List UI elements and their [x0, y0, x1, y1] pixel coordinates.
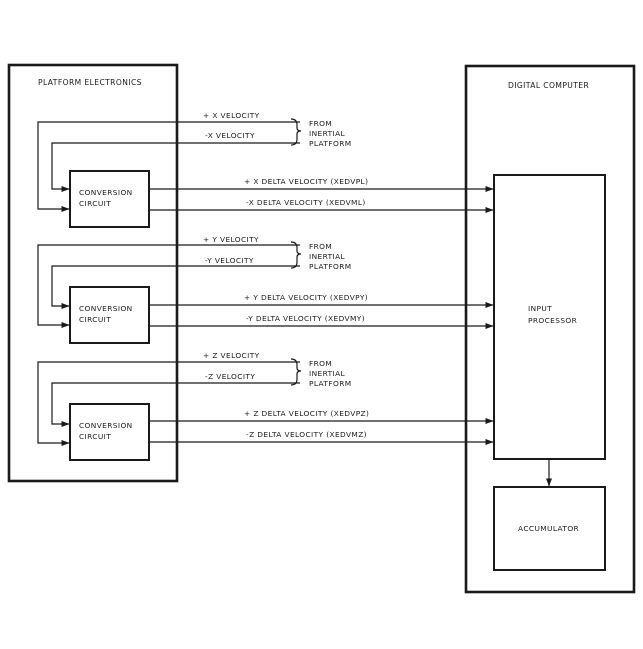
y-source-label: FROM [309, 242, 332, 251]
z-pos-velocity-label: + Z VELOCITY [203, 351, 260, 360]
x-neg-delta-label: -X DELTA VELOCITY (XEDVML) [246, 198, 366, 207]
accumulator-box [493, 486, 606, 571]
input-processor-label: PROCESSOR [528, 316, 577, 325]
x-pos-velocity-label: + X VELOCITY [203, 111, 260, 120]
z-conversion-circuit-box [69, 403, 150, 461]
y-pos-velocity-label: + Y VELOCITY [203, 235, 259, 244]
x-source-label: FROM [309, 119, 332, 128]
x-neg-velocity-label: -X VELOCITY [205, 131, 255, 140]
x-axis-channel: + X VELOCITY -X VELOCITY FROM INERTIAL P… [37, 111, 494, 228]
y-neg-velocity-line [51, 265, 300, 309]
z-source-label: INERTIAL [309, 369, 346, 378]
z-pos-velocity-line [37, 361, 300, 446]
z-brace [290, 358, 302, 386]
z-axis-channel: + Z VELOCITY -Z VELOCITY FROM INERTIAL P… [37, 351, 494, 461]
digital-computer-title: DIGITAL COMPUTER [508, 81, 590, 90]
digital-computer-box [464, 64, 636, 594]
input-processor-label: INPUT [528, 304, 552, 313]
x-conversion-circuit-label: CONVERSION [79, 188, 133, 197]
x-conversion-circuit-box [69, 170, 150, 228]
y-conversion-circuit-box [69, 286, 150, 344]
y-pos-velocity-line [37, 244, 300, 328]
y-conversion-circuit-label: CONVERSION [79, 304, 133, 313]
y-source-label: INERTIAL [309, 252, 346, 261]
z-neg-delta-label: -Z DELTA VELOCITY (XEDVMZ) [246, 430, 367, 439]
z-conversion-circuit-label: CIRCUIT [79, 432, 111, 441]
x-brace [290, 118, 302, 146]
y-conversion-circuit-label: CIRCUIT [79, 315, 111, 324]
y-pos-delta-label: + Y DELTA VELOCITY (XEDVPY) [244, 293, 368, 302]
accumulator-label: ACCUMULATOR [518, 524, 579, 533]
y-neg-velocity-label: -Y VELOCITY [205, 256, 254, 265]
platform-electronics-box [7, 63, 179, 483]
z-source-label: PLATFORM [309, 379, 352, 388]
x-source-label: INERTIAL [309, 129, 346, 138]
x-neg-velocity-line [51, 142, 300, 192]
z-neg-velocity-line [51, 382, 300, 427]
y-brace [290, 241, 302, 269]
x-pos-delta-label: + X DELTA VELOCITY (XEDVPL) [244, 177, 368, 186]
z-source-label: FROM [309, 359, 332, 368]
x-source-label: PLATFORM [309, 139, 352, 148]
z-conversion-circuit-label: CONVERSION [79, 421, 133, 430]
y-axis-channel: + Y VELOCITY -Y VELOCITY FROM INERTIAL P… [37, 235, 494, 344]
x-conversion-circuit-label: CIRCUIT [79, 199, 111, 208]
y-source-label: PLATFORM [309, 262, 352, 271]
x-pos-velocity-line [37, 121, 300, 212]
platform-electronics-title: PLATFORM ELECTRONICS [38, 78, 142, 87]
z-neg-velocity-label: -Z VELOCITY [205, 372, 255, 381]
y-neg-delta-label: -Y DELTA VELOCITY (XEDVMY) [246, 314, 365, 323]
z-pos-delta-label: + Z DELTA VELOCITY (XEDVPZ) [244, 409, 369, 418]
